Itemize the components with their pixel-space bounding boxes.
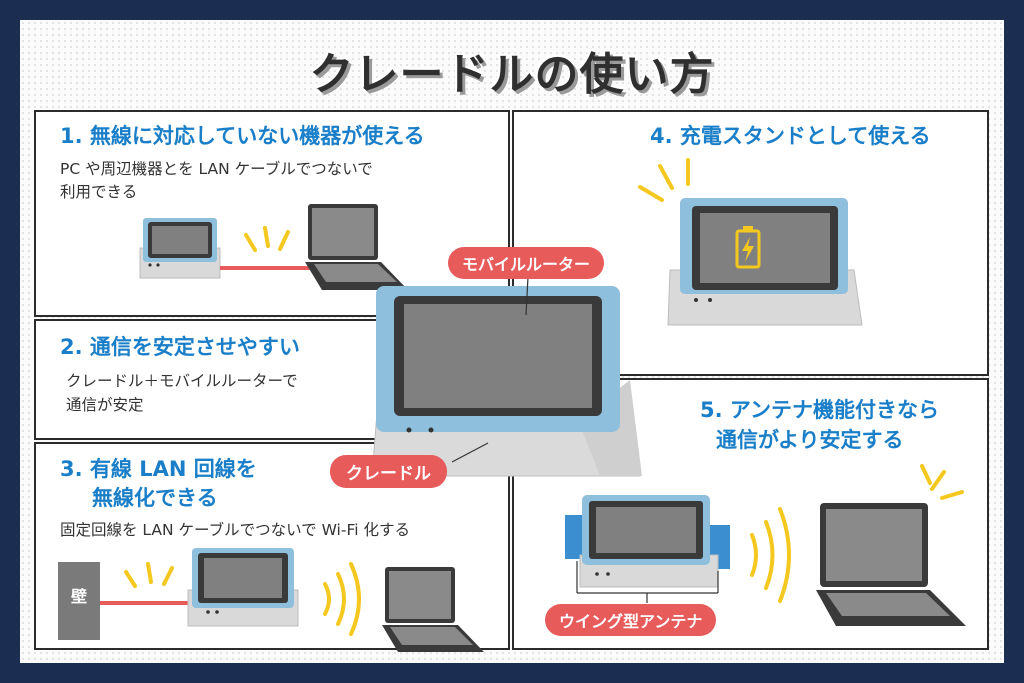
section-3-desc: 固定回線を LAN ケーブルでつないで Wi-Fi 化する — [60, 521, 410, 539]
section-2-desc-line-2: 通信が安定 — [66, 396, 144, 414]
spark-icon — [920, 464, 964, 500]
router-label: モバイルルーター — [448, 247, 605, 279]
section-2-heading: 2. 通信を安定させやすい — [60, 335, 300, 359]
spark-icon — [244, 226, 290, 252]
section-2-desc-line-1: クレードル＋モバイルルーターで — [66, 372, 298, 390]
section-3-heading-line-2: 無線化できる — [92, 486, 218, 510]
wall-label: 壁 — [70, 587, 87, 606]
section-5-heading-line-1: 5. アンテナ機能付きなら — [700, 398, 940, 422]
page-title: クレードルの使い方 — [309, 49, 715, 100]
cradle-label: クレードル — [330, 455, 447, 488]
laptop-icon — [382, 567, 484, 652]
laptop-icon — [816, 503, 966, 626]
section-4-heading: 4. 充電スタンドとして使える — [650, 124, 931, 148]
panel-1 — [34, 110, 510, 317]
antenna-callout-lines — [576, 561, 719, 603]
section-3-heading-line-1: 3. 有線 LAN 回線を — [60, 457, 257, 481]
laptop-icon — [305, 204, 408, 290]
section-1-desc-line-2: 利用できる — [60, 183, 138, 201]
section-1-desc-line-1: PC や周辺機器とを LAN ケーブルでつないで — [60, 160, 373, 178]
wifi-waves-icon — [750, 507, 791, 603]
battery-icon — [735, 226, 761, 269]
section-5-heading-line-2: 通信がより安定する — [716, 428, 904, 452]
spark-icon — [124, 562, 174, 588]
section-1-heading: 1. 無線に対応していない機器が使える — [60, 124, 425, 148]
antenna-label: ウイング型アンテナ — [545, 604, 717, 636]
wifi-waves-icon — [323, 562, 361, 636]
wall-block — [58, 562, 100, 640]
spark-icon — [638, 158, 690, 202]
